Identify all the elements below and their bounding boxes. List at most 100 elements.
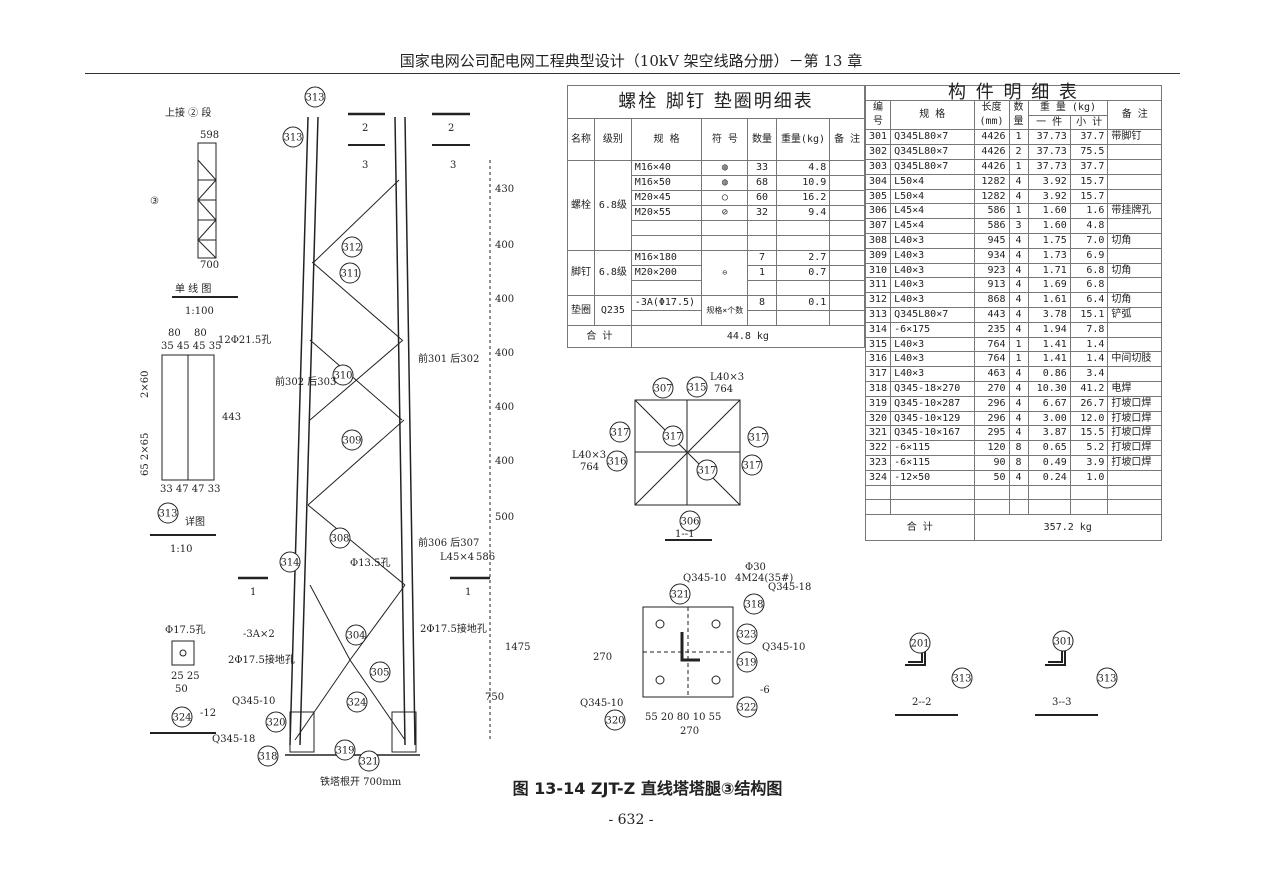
part-mark-circle (606, 450, 628, 472)
part-mark-circle (951, 667, 973, 689)
section-caption: 3--3 (1052, 697, 1071, 708)
dim: 33 47 47 33 (160, 484, 220, 495)
part-mark-circle (282, 126, 304, 148)
page-number: - 632 - (608, 812, 654, 828)
dim: 700 (200, 260, 219, 271)
section-caption: 2--2 (912, 697, 931, 708)
part-mark-label: 319 (737, 658, 756, 669)
base-label: Q345-18 (768, 582, 811, 593)
dim: 270 (593, 652, 612, 663)
part-mark-label: 314 (280, 558, 299, 569)
part-mark-circle (171, 706, 193, 728)
bolt-name: 脚钉 (567, 250, 595, 296)
part-mark-label: 307 (653, 384, 672, 395)
dim: 12Φ21.5孔 (218, 334, 271, 346)
part-mark-circle (1096, 667, 1118, 689)
ground-hole-label: 2Φ17.5接地孔 (228, 653, 295, 666)
part-mark-circle (741, 454, 763, 476)
dim: 55 20 80 10 55 (645, 712, 721, 723)
plan-label: L40×3 (572, 450, 606, 461)
root-span-label: 铁塔根开 700mm (320, 775, 402, 788)
part-mark-circle (662, 425, 684, 447)
part-mark-circle (696, 459, 718, 481)
part-mark-circle (334, 739, 356, 761)
single-line-diagram (172, 142, 238, 298)
plan-caption: 1--1 (675, 529, 694, 540)
plate-324 (150, 640, 216, 734)
part-mark-circle (679, 510, 701, 532)
member-header: 规 格 (890, 99, 975, 131)
member-header: 编号 (864, 99, 892, 131)
part-mark-circle (265, 711, 287, 733)
part-mark-label: 310 (333, 371, 352, 382)
section-mark: 3 (362, 160, 368, 171)
ground-hole-label: 2Φ17.5接地孔 (420, 622, 487, 635)
part-mark-label: 317 (742, 461, 761, 472)
part-label: Q345-10 (232, 696, 275, 707)
part-mark-circle (304, 86, 326, 108)
bolt-grade: 6.8级 (594, 160, 632, 251)
detail-313 (150, 354, 216, 536)
vdim: 400 (495, 402, 514, 413)
base-label: Q345-10 (683, 573, 726, 584)
base-label: Q345-10 (762, 642, 805, 653)
hole-label: Φ17.5孔 (165, 624, 205, 636)
part-mark-circle (743, 593, 765, 615)
vdim: 400 (495, 456, 514, 467)
plan-section-1-1 (634, 399, 741, 541)
part-mark-label: 318 (744, 600, 763, 611)
part-mark-circle (339, 262, 361, 284)
plan-label: L40×3 (710, 372, 744, 383)
bolt-name: 螺栓 (567, 160, 595, 251)
base-label: Φ30 (745, 562, 766, 573)
part-mark-label: 319 (335, 746, 354, 757)
part-mark-circle (669, 583, 691, 605)
part-mark-label: 324 (347, 698, 366, 709)
section-mark: 1 (465, 587, 471, 598)
part-mark-label: 317 (663, 432, 682, 443)
part-mark-label: 201 (910, 639, 929, 650)
part-mark-label: 305 (370, 668, 389, 679)
part-mark-circle (341, 236, 363, 258)
dim: 2×60 (140, 371, 151, 398)
part-label: 前301 后302 (418, 352, 479, 365)
vdim: 430 (495, 184, 514, 195)
base-label: 4M24(35#) (735, 573, 793, 584)
part-mark-label: 306 (680, 517, 699, 528)
bolt-header: 备 注 (829, 118, 865, 161)
single-line-title: 上接 ② 段 (165, 106, 211, 119)
hole-label: Φ13.5孔 (350, 557, 390, 569)
part-mark-label: 322 (737, 703, 756, 714)
part-mark-label: 320 (605, 716, 624, 727)
washer-symbol: 规格×个数 (701, 295, 749, 326)
part-mark-circle (369, 661, 391, 683)
figure-caption: 图 13-14 ZJT-Z 直线塔塔腿③结构图 (512, 779, 783, 798)
member-header: 长度(mm) (973, 99, 1010, 131)
part-mark-circle (736, 623, 758, 645)
part-mark-label: 308 (330, 534, 349, 545)
part-mark-circle (358, 750, 380, 772)
member-total: 357.2 kg (973, 514, 1162, 542)
base-label: Q345-10 (580, 698, 623, 709)
part-mark-label: 318 (258, 752, 277, 763)
bolt-qty: 7 (747, 250, 777, 266)
dim: 270 (680, 726, 699, 737)
dim: 443 (222, 412, 241, 423)
bolt-total-label: 合 计 (567, 325, 632, 348)
part-mark-label: 315 (687, 383, 706, 394)
detail-scale: 1:10 (170, 544, 192, 555)
